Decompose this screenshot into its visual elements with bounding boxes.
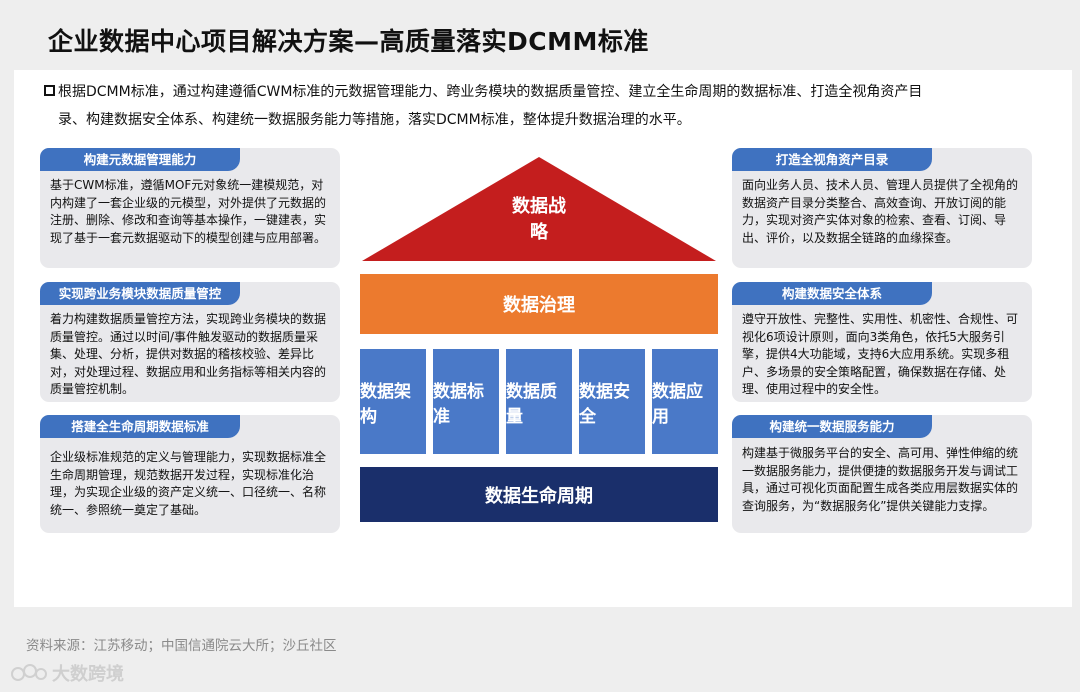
source-note: 资料来源：江苏移动；中国信通院云大所；沙丘社区 — [26, 638, 337, 654]
dcmm-house-diagram: 数据战略 数据治理 数据架构 数据标准 数据质量 数据安全 数据应用 数据生命周… — [360, 155, 718, 525]
card-header: 搭建全生命周期数据标准 — [40, 415, 240, 438]
roof-triangle — [362, 157, 716, 261]
card-asset-catalog: 打造全视角资产目录 面向业务人员、技术人员、管理人员提供了全视角的数据资产目录分… — [732, 148, 1032, 268]
square-bullet-icon — [44, 85, 55, 96]
roof-label: 数据战略 — [512, 196, 566, 243]
pillar-application: 数据应用 — [652, 349, 718, 454]
pillar-architecture: 数据架构 — [360, 349, 426, 454]
card-body: 企业级标准规范的定义与管理能力，实现数据标准全生命周期管理，规范数据开发过程，实… — [50, 450, 327, 517]
card-header: 实现跨业务模块数据质量管控 — [40, 282, 240, 305]
card-body: 基于CWM标准，遵循MOF元对象统一建模规范，对内构建了一套企业级的元模型，对外… — [50, 178, 327, 245]
pillar-standard: 数据标准 — [433, 349, 499, 454]
card-unified-data-service: 构建统一数据服务能力 构建基于微服务平台的安全、高可用、弹性伸缩的统一数据服务能… — [732, 415, 1032, 533]
pillar-quality: 数据质量 — [506, 349, 572, 454]
card-data-security-system: 构建数据安全体系 遵守开放性、完整性、实用性、机密性、合规性、可视化6项设计原则… — [732, 282, 1032, 402]
card-header: 打造全视角资产目录 — [732, 148, 932, 171]
lifecycle-base: 数据生命周期 — [360, 467, 718, 522]
page-title: 企业数据中心项目解决方案—高质量落实DCMM标准 — [48, 27, 649, 56]
governance-band: 数据治理 — [360, 274, 718, 334]
intro-paragraph: 根据DCMM标准，通过构建遵循CWM标准的元数据管理能力、跨业务模块的数据质量管… — [44, 78, 1034, 134]
card-metadata-management: 构建元数据管理能力 基于CWM标准，遵循MOF元对象统一建模规范，对内构建了一套… — [40, 148, 340, 268]
intro-line-2: 录、构建数据安全体系、构建统一数据服务能力等措施，落实DCMM标准，整体提升数据… — [58, 112, 691, 128]
card-data-quality-control: 实现跨业务模块数据质量管控 着力构建数据质量管控方法，实现跨业务模块的数据质量管… — [40, 282, 340, 402]
card-header: 构建统一数据服务能力 — [732, 415, 932, 438]
watermark-text: 大数跨境 — [52, 664, 124, 685]
card-lifecycle-data-standard: 搭建全生命周期数据标准 企业级标准规范的定义与管理能力，实现数据标准全生命周期管… — [40, 415, 340, 533]
card-header: 构建数据安全体系 — [732, 282, 932, 305]
card-header: 构建元数据管理能力 — [40, 148, 240, 171]
watermark-icon — [11, 664, 47, 681]
card-body: 遵守开放性、完整性、实用性、机密性、合规性、可视化6项设计原则，面向3类角色，依… — [742, 312, 1019, 396]
intro-line-1: 根据DCMM标准，通过构建遵循CWM标准的元数据管理能力、跨业务模块的数据质量管… — [58, 84, 923, 100]
card-body: 构建基于微服务平台的安全、高可用、弹性伸缩的统一数据服务能力，提供便捷的数据服务… — [742, 446, 1019, 513]
card-body: 面向业务人员、技术人员、管理人员提供了全视角的数据资产目录分类整合、高效查询、开… — [742, 178, 1019, 245]
card-body: 着力构建数据质量管控方法，实现跨业务模块的数据质量管控。通过以时间/事件触发驱动… — [50, 312, 327, 396]
watermark-logo: 大数跨境 — [10, 660, 124, 686]
pillar-security: 数据安全 — [579, 349, 645, 454]
